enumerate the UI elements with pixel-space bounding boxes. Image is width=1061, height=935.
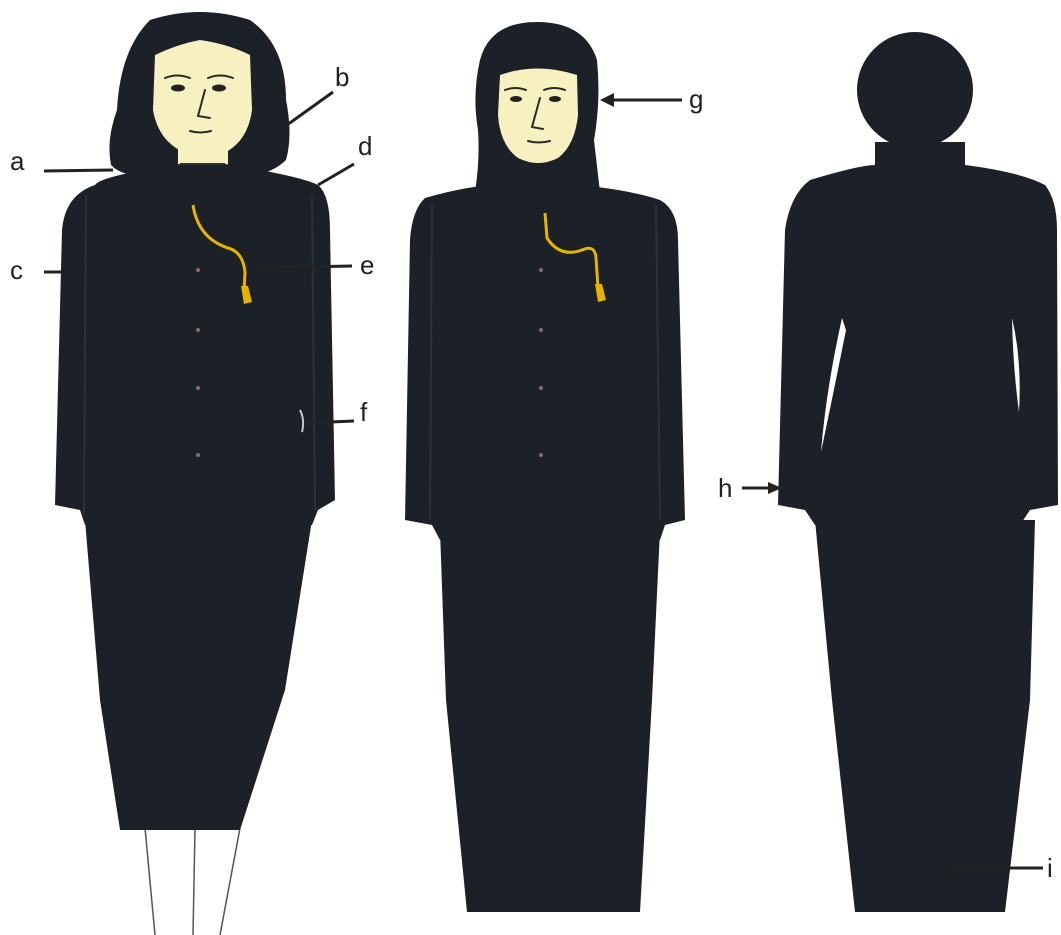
label-c: c bbox=[10, 255, 23, 285]
figure-front-hair: a b c d e f bbox=[10, 12, 374, 935]
callout-line-b bbox=[287, 92, 333, 125]
figure-back: h i bbox=[718, 32, 1058, 912]
button bbox=[539, 268, 543, 272]
label-a: a bbox=[10, 146, 25, 176]
leg-line bbox=[193, 828, 195, 935]
skirt bbox=[815, 520, 1035, 912]
skirt bbox=[440, 530, 660, 912]
callout-line-f bbox=[306, 421, 354, 423]
eye bbox=[549, 96, 561, 102]
callout-line-a bbox=[44, 170, 113, 171]
callout-line-e bbox=[255, 266, 352, 268]
label-b: b bbox=[335, 62, 349, 92]
leg-line bbox=[145, 828, 155, 935]
leg-line bbox=[220, 828, 240, 935]
label-d: d bbox=[358, 131, 372, 161]
button bbox=[539, 453, 543, 457]
arrowhead bbox=[600, 93, 614, 107]
button bbox=[539, 386, 543, 390]
coat bbox=[405, 185, 685, 540]
skirt bbox=[85, 520, 312, 830]
face bbox=[498, 69, 578, 164]
button bbox=[196, 268, 200, 272]
button bbox=[196, 328, 200, 332]
eye bbox=[212, 85, 226, 92]
button bbox=[196, 386, 200, 390]
button bbox=[196, 453, 200, 457]
label-g: g bbox=[689, 84, 703, 114]
eye bbox=[171, 85, 185, 92]
eye bbox=[510, 96, 522, 102]
label-h: h bbox=[718, 473, 732, 503]
label-f: f bbox=[360, 397, 368, 427]
label-i: i bbox=[1047, 853, 1053, 883]
head-covering bbox=[857, 32, 973, 148]
callout-line-d bbox=[318, 164, 354, 185]
button bbox=[539, 328, 543, 332]
label-e: e bbox=[360, 250, 374, 280]
figure-front-hijab: g bbox=[405, 22, 703, 912]
